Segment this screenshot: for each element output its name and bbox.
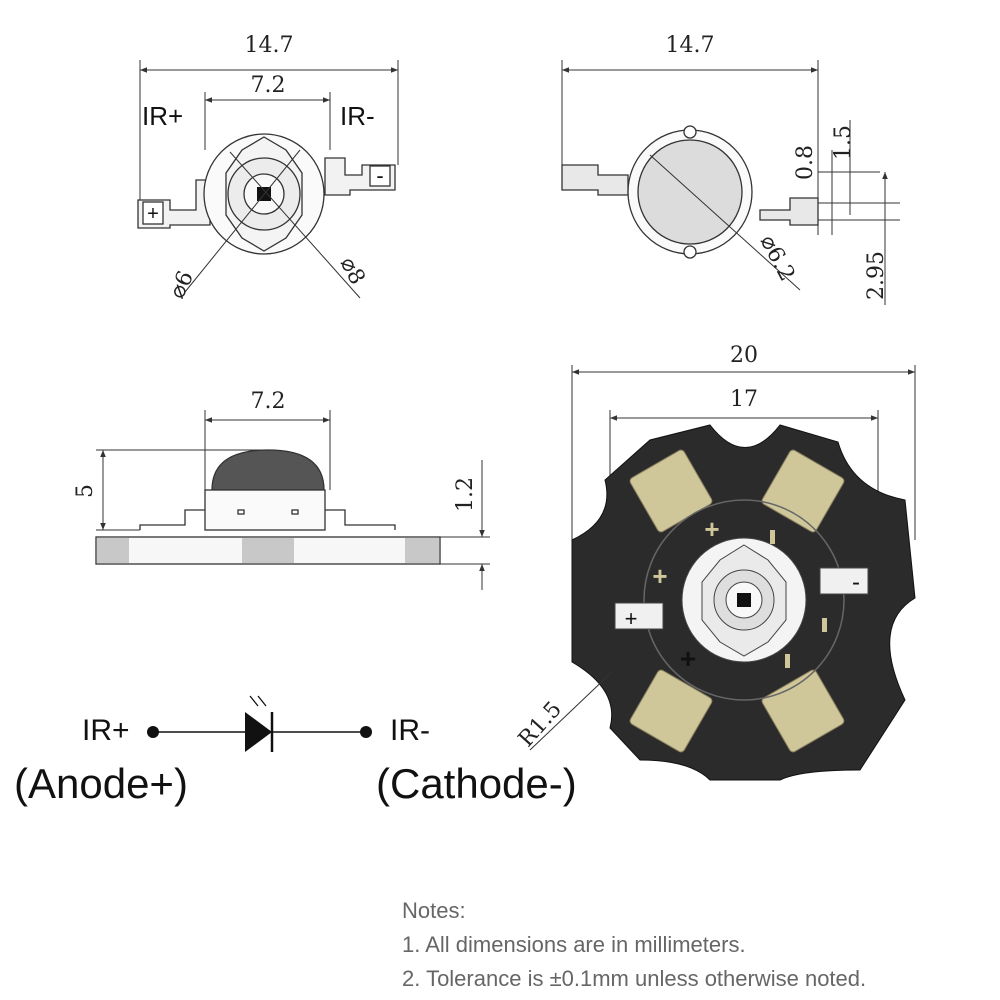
bottom-dim-2-95: 2.95 — [864, 251, 889, 300]
top-view: 14.7 7.2 IR+ IR- + - ⌀6 ⌀8 — [137, 33, 399, 303]
pad-bottom-left — [629, 669, 713, 753]
emit-arrow-1 — [249, 695, 259, 707]
top-width-total: 14.7 — [245, 33, 294, 58]
silk-minus-right — [822, 618, 827, 632]
diode-triangle — [245, 712, 272, 752]
star-board: 20 17 + - + + + R1.5 — [514, 343, 916, 781]
star-lead-plus-sign: + — [625, 606, 638, 631]
star-width-inner: 17 — [730, 387, 758, 412]
pad-top-right — [761, 449, 845, 533]
star-radius: R1.5 — [514, 697, 567, 752]
side-view: 7.2 5 1.2 — [73, 389, 490, 590]
r15-leader — [529, 671, 613, 751]
bottom-lens — [637, 139, 743, 245]
side-body-mark-left — [237, 509, 245, 515]
top-pin-minus-label: IR- — [340, 101, 375, 131]
schem-cathode-label: (Cathode-) — [376, 760, 577, 807]
bottom-dim-1-5: 1.5 — [831, 125, 856, 160]
silk-minus-top — [770, 530, 775, 544]
bottom-notch-top — [683, 125, 697, 139]
side-base-seg-right — [405, 538, 439, 563]
pad-bottom-right — [761, 669, 845, 753]
side-lead-right — [325, 509, 396, 530]
side-base-seg-mid — [242, 538, 294, 563]
schem-node-right — [360, 726, 372, 738]
bottom-dia-lens: ⌀6.2 — [755, 231, 800, 285]
schem-anode-label: (Anode+) — [14, 760, 188, 807]
top-minus-box — [369, 165, 391, 187]
silk-plus-top: + — [704, 514, 719, 544]
star-led-die — [737, 593, 751, 607]
notes-heading: Notes: — [402, 898, 466, 923]
side-body — [204, 489, 326, 531]
side-width: 7.2 — [251, 389, 286, 414]
side-lead-left — [139, 509, 205, 530]
schem-cathode-pin: IR- — [390, 714, 430, 747]
star-lead-minus-sign: - — [852, 569, 860, 596]
star-lead-plus — [614, 602, 664, 630]
bottom-lead-right — [759, 197, 819, 226]
silk-plus-left: + — [652, 561, 667, 591]
star-ring — [643, 499, 845, 701]
bottom-width-total: 14.7 — [666, 33, 715, 58]
top-minus-sign: - — [376, 163, 383, 188]
top-plus-sign: + — [147, 203, 159, 225]
star-width-total: 20 — [730, 343, 758, 368]
side-body-mark-right — [291, 509, 299, 515]
notes-line-2: 2. Tolerance is ±0.1mm unless otherwise … — [402, 966, 866, 991]
bottom-lead-left — [561, 164, 629, 196]
top-dia-inner: ⌀6 — [165, 267, 199, 302]
schematic: IR+ IR- (Anode+) (Cathode-) — [14, 695, 577, 807]
schem-anode-pin: IR+ — [82, 714, 130, 747]
dia8-leader — [229, 151, 361, 299]
side-dome — [211, 449, 325, 491]
silk-minus-bottom — [785, 654, 790, 668]
top-dia-outer: ⌀8 — [335, 253, 370, 289]
notes-line-1: 1. All dimensions are in millimeters. — [402, 932, 746, 957]
top-plus-box — [142, 201, 164, 225]
side-height: 5 — [73, 484, 98, 498]
emit-arrow-2 — [257, 695, 267, 707]
bottom-view: 14.7 ⌀6.2 1.5 0.8 2.95 — [561, 33, 900, 305]
dia62-leader — [649, 154, 801, 291]
notes: Notes: 1. All dimensions are in millimet… — [402, 898, 866, 991]
silk-plus-black: + — [680, 643, 696, 674]
bottom-notch-bottom — [683, 245, 697, 259]
dia6-leader — [184, 149, 301, 293]
bottom-dim-0-8: 0.8 — [793, 145, 818, 180]
top-pin-plus-label: IR+ — [142, 101, 183, 131]
side-base-thickness: 1.2 — [453, 477, 478, 512]
top-width-inner: 7.2 — [251, 73, 286, 98]
star-lead-minus — [819, 567, 869, 595]
side-base-seg-left — [97, 538, 129, 563]
